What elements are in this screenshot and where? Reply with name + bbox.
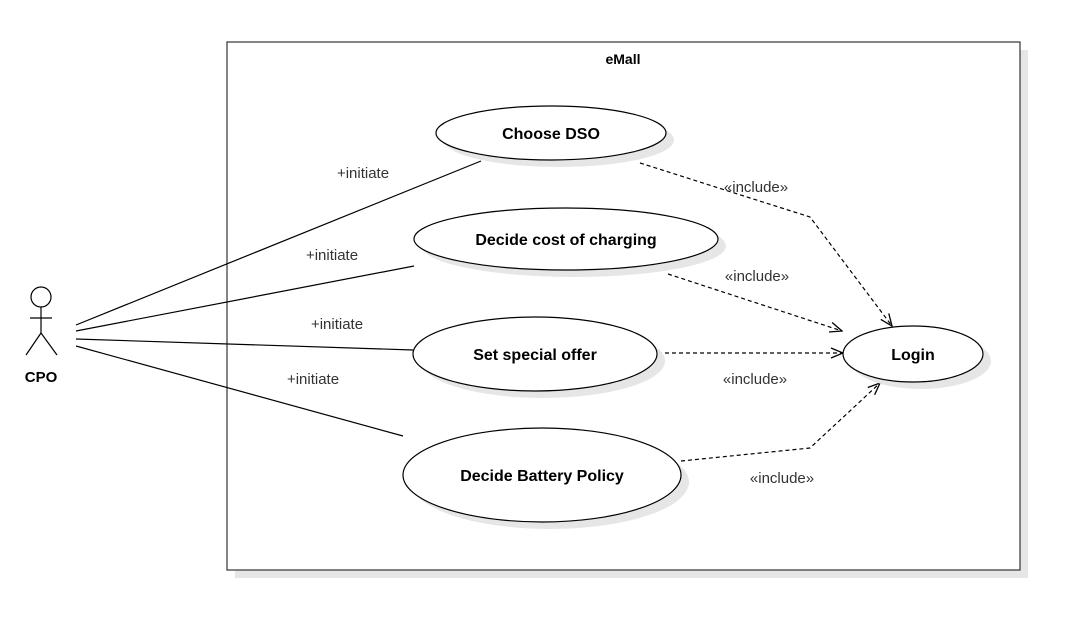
actor-head [30, 286, 52, 308]
system-name: eMall [605, 51, 640, 67]
association-battery-policy[interactable] [75, 345, 404, 437]
include-label: «include» [723, 371, 787, 388]
association-label: +initiate [306, 247, 358, 264]
include-label: «include» [725, 268, 789, 285]
include-arrow-choose-dso[interactable] [639, 162, 892, 326]
association-label: +initiate [311, 316, 363, 333]
use-case-choose-dso[interactable]: Choose DSO [435, 105, 674, 167]
association-special-offer[interactable] [75, 338, 414, 351]
use-case-login[interactable]: Login [842, 325, 991, 389]
include-dependencies: «include» «include» «include» «include» [639, 162, 892, 487]
include-label: «include» [724, 179, 788, 196]
associations: +initiate +initiate +initiate +initiate [75, 160, 482, 437]
actor-cpo[interactable]: CPO [25, 286, 58, 386]
include-label: «include» [750, 470, 814, 487]
association-label: +initiate [337, 165, 389, 182]
association-decide-cost[interactable] [75, 265, 415, 332]
association-label: +initiate [287, 371, 339, 388]
use-case-special-offer[interactable]: Set special offer [412, 316, 665, 398]
use-case-label: Login [891, 347, 935, 364]
include-arrow-battery-policy[interactable] [680, 383, 880, 462]
actor-name: CPO [25, 369, 58, 386]
use-case-label: Choose DSO [502, 126, 600, 143]
use-case-label: Decide Battery Policy [460, 468, 624, 485]
include-arrow-decide-cost[interactable] [667, 273, 842, 331]
use-case-decide-cost[interactable]: Decide cost of charging [413, 207, 726, 277]
use-case-label: Decide cost of charging [475, 232, 656, 249]
association-choose-dso[interactable] [75, 160, 482, 326]
use-case-battery-policy[interactable]: Decide Battery Policy [402, 427, 689, 529]
use-case-label: Set special offer [473, 347, 597, 364]
